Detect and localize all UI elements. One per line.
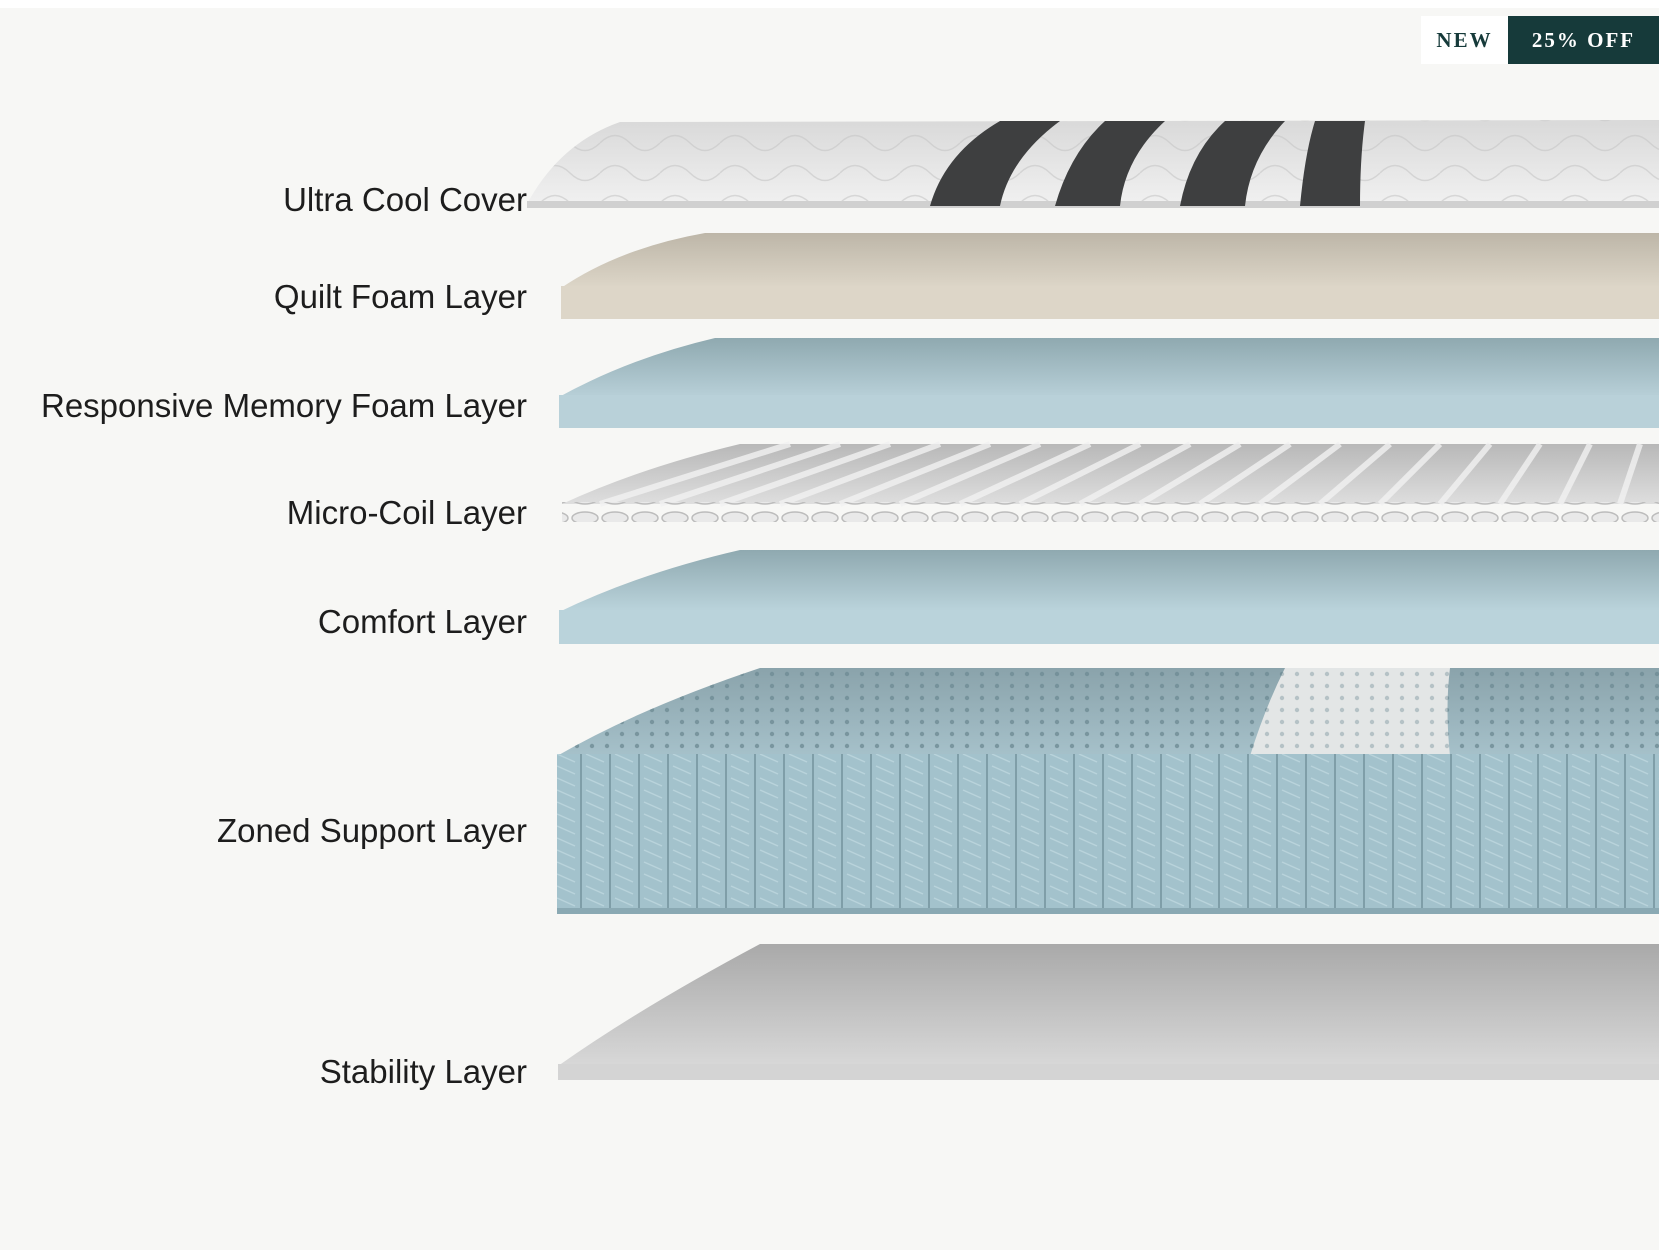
zoned-support-layer: [557, 668, 1659, 914]
promo-badges: NEW 25% OFF: [1421, 16, 1659, 64]
layer-label-zoned-support: Zoned Support Layer: [216, 812, 527, 849]
layer-label-stability: Stability Layer: [319, 1053, 527, 1090]
comfort-layer: [559, 550, 1659, 644]
layer-label-quilt-foam: Quilt Foam Layer: [273, 278, 527, 315]
new-badge: NEW: [1421, 16, 1508, 64]
cover-layer: [527, 120, 1659, 208]
layer-label-comfort: Comfort Layer: [317, 603, 527, 640]
stability-layer: [558, 944, 1659, 1080]
layer-label-micro-coil: Micro-Coil Layer: [286, 494, 527, 531]
layer-illustrations: [527, 120, 1659, 1080]
quilt-foam-layer: [561, 233, 1659, 319]
layer-label-responsive-memory-foam: Responsive Memory Foam Layer: [40, 387, 527, 424]
discount-badge: 25% OFF: [1508, 16, 1659, 64]
memory-foam-layer: [559, 338, 1659, 428]
micro-coil-layer: [562, 441, 1659, 522]
mattress-layers-diagram: NEW 25% OFF: [0, 8, 1659, 1250]
layer-label-ultra-cool-cover: Ultra Cool Cover: [283, 181, 527, 218]
